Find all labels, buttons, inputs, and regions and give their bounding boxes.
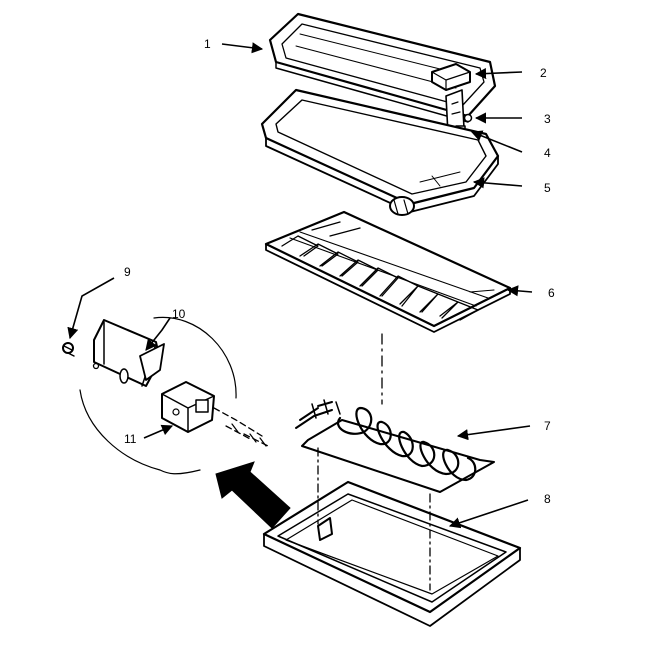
callout-6: 6 — [548, 286, 555, 300]
callout-10: 10 — [172, 307, 186, 321]
callout-8: 8 — [544, 492, 551, 506]
part-1-grill-lid — [268, 12, 497, 123]
callout-labels: 1 2 3 4 5 6 7 8 9 10 11 — [124, 37, 555, 506]
callout-9: 9 — [124, 265, 131, 279]
part-2-lid-handle — [431, 63, 471, 91]
part-6-grill-plate — [264, 210, 512, 333]
detail-inset — [62, 316, 269, 475]
callout-7: 7 — [544, 419, 551, 433]
part-8-drip-tray — [262, 480, 522, 627]
callout-2: 2 — [540, 66, 547, 80]
callout-1: 1 — [204, 37, 211, 51]
leader-arrows — [67, 42, 533, 529]
callout-11: 11 — [124, 432, 137, 446]
callout-3: 3 — [544, 112, 551, 126]
part-5-base-frame — [260, 88, 500, 216]
part-7-heating-element — [295, 399, 495, 493]
detail-circle — [79, 316, 237, 475]
callout-4: 4 — [544, 146, 551, 160]
callout-5: 5 — [544, 181, 551, 195]
direction-arrow — [215, 461, 291, 529]
